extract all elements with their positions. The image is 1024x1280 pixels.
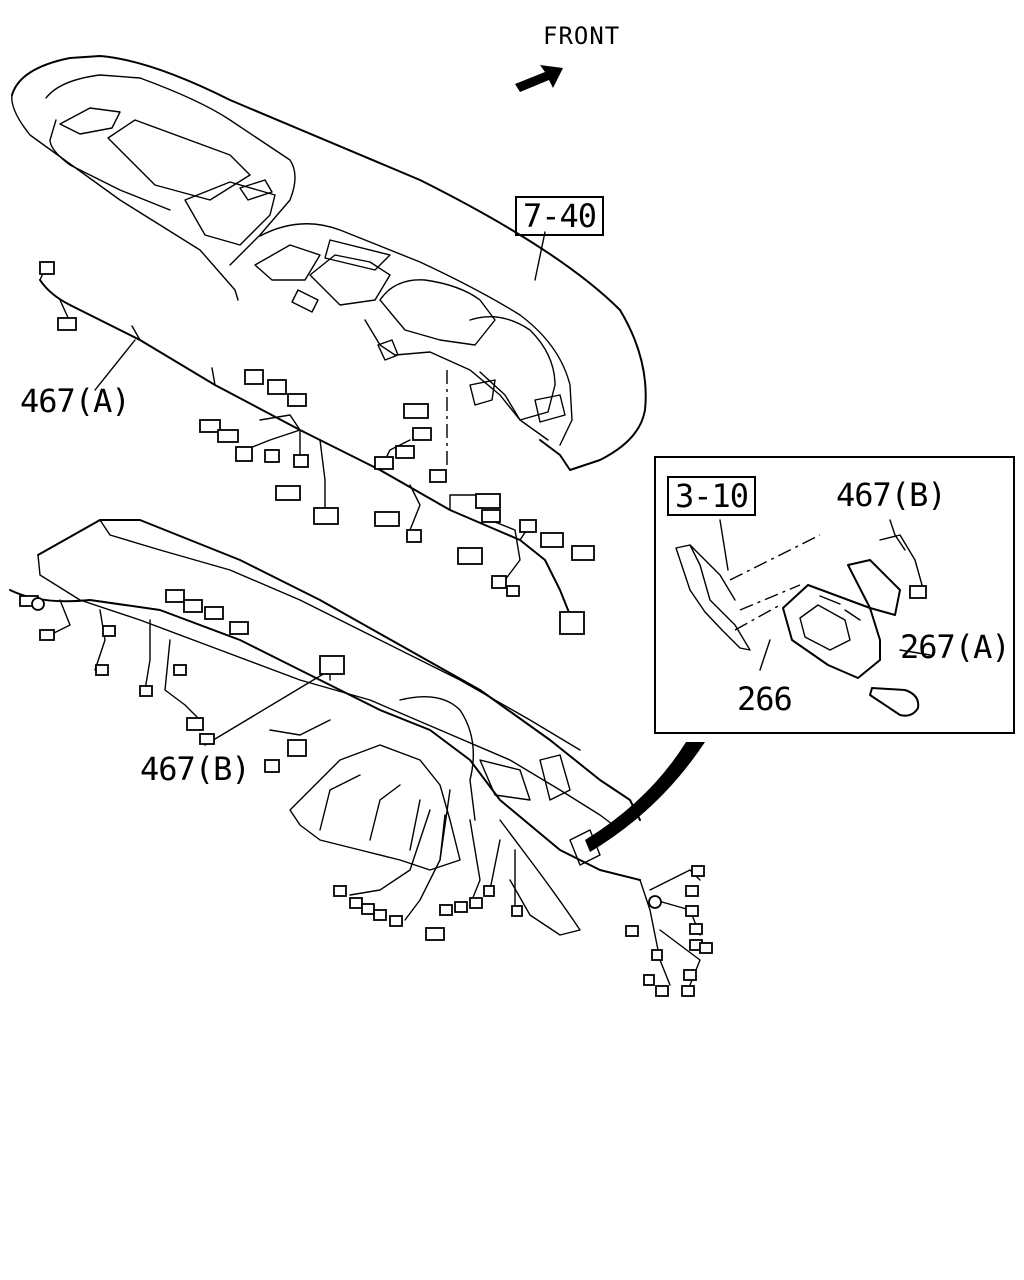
callout-266: 266 — [737, 680, 793, 718]
inset-pointer — [585, 742, 705, 852]
callout-7-40: 7-40 — [515, 196, 605, 236]
instrument-panel — [11, 55, 647, 471]
callout-467b-inset: 467(B) — [836, 476, 947, 514]
leader-7-40 — [534, 231, 546, 281]
cross-beam-assembly — [9, 519, 713, 997]
inset-parts — [675, 519, 931, 717]
detail-inset-frame — [654, 456, 1015, 734]
direction-label: FRONT — [543, 22, 621, 50]
callout-467b-main: 467(B) — [140, 750, 251, 788]
callout-267a: 267(A) — [900, 628, 1011, 666]
callout-3-10: 3-10 — [667, 476, 757, 516]
leader-467a — [94, 339, 136, 391]
callout-467a: 467(A) — [20, 382, 131, 420]
leader-467b — [204, 669, 331, 746]
harness-467a — [39, 261, 595, 635]
front-arrow-icon — [515, 65, 563, 92]
